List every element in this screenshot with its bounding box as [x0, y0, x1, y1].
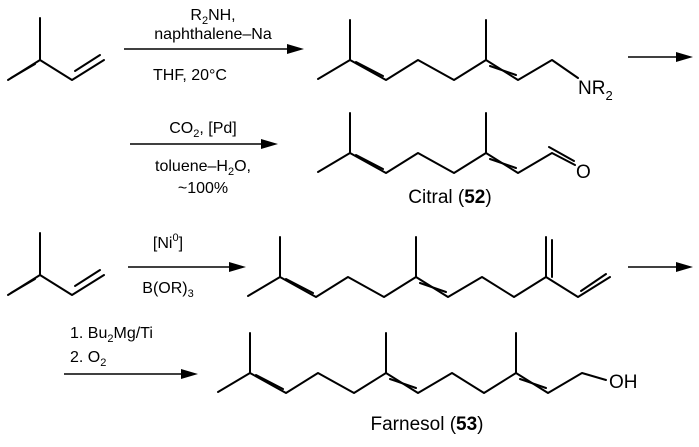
step2-condition: toluene–H2O, [155, 158, 251, 178]
step2-yield: ~100% [178, 180, 228, 197]
step3-catalyst: [Ni0] [153, 232, 183, 252]
arrow-step-3: [Ni0] B(OR)3 [128, 232, 246, 300]
citral-structure: O [317, 112, 591, 183]
step2-reagent: CO2, [Pd] [169, 120, 236, 140]
step1-reagent: naphthalene–Na [154, 26, 272, 43]
amine-label: NR2 [578, 78, 613, 103]
arrow-step-2: CO2, [Pd] toluene–H2O, ~100% [130, 120, 278, 197]
farnesol-label: Farnesol (53) [371, 414, 484, 435]
step3-reagent: B(OR)3 [142, 280, 193, 300]
isoprene-structure-1 [7, 17, 105, 81]
farnesene-structure [247, 236, 611, 298]
arrow-step-4: 1. Bu2Mg/Ti 2. O2 [64, 325, 198, 379]
arrow-step-1-continue [628, 52, 693, 62]
step4-reagent: 1. Bu2Mg/Ti [70, 325, 153, 345]
step1-reagent: R2NH, [190, 7, 235, 27]
arrow-step-3-continue [628, 262, 693, 272]
farnesol-structure: OH [217, 332, 638, 394]
isoprene-structure-2 [7, 232, 105, 296]
aldehyde-oxygen-label: O [576, 162, 591, 183]
geranylamine-structure: NR2 [317, 19, 613, 103]
arrow-step-1: R2NH, naphthalene–Na THF, 20°C [124, 7, 304, 84]
alcohol-label: OH [609, 372, 638, 393]
citral-label: Citral (52) [408, 187, 491, 208]
step1-condition: THF, 20°C [153, 67, 227, 84]
step4-reagent: 2. O2 [70, 349, 106, 369]
